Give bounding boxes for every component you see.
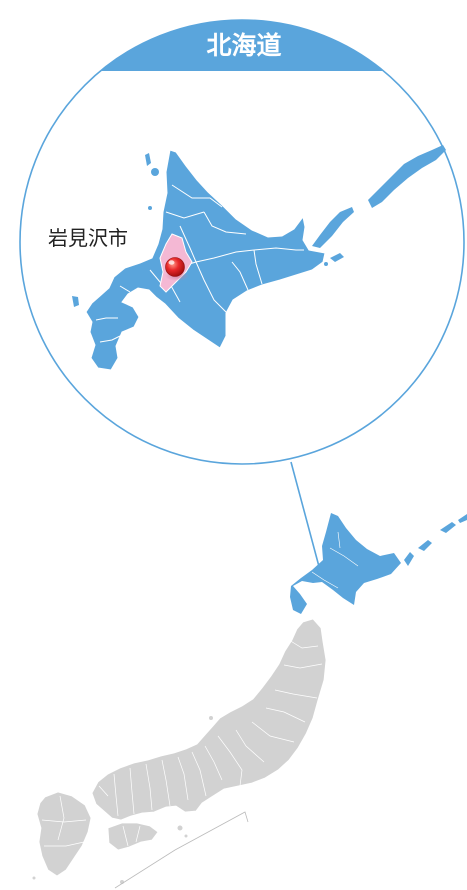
island — [209, 716, 213, 720]
honshu — [91, 618, 327, 821]
mainland-prefecture-borders — [41, 639, 323, 847]
hokkaido-small-borders — [311, 531, 359, 589]
island — [184, 834, 188, 838]
zoom-circle-outline — [19, 19, 465, 465]
hokkaido-small — [290, 513, 467, 614]
habomai-island — [324, 262, 328, 266]
okinawa-separator-line — [114, 811, 249, 889]
kuril-islands — [404, 514, 467, 566]
island — [177, 825, 183, 831]
mainland-japan — [32, 618, 327, 889]
zoom-circle: 北海道 — [19, 19, 465, 465]
okushiri-island — [72, 296, 79, 307]
island — [215, 730, 219, 734]
teuri-island — [148, 206, 152, 210]
zoom-connector-line — [290, 461, 322, 575]
rishiri-island — [151, 168, 159, 176]
rebun-island — [145, 153, 151, 166]
etorofu-island — [368, 145, 446, 208]
shikotan-island — [330, 253, 344, 262]
hokkaido-small-shape — [290, 513, 401, 614]
city-label: 岩見沢市 — [48, 226, 128, 250]
kunashiri-island — [312, 207, 354, 248]
kyushu — [36, 791, 92, 877]
region-title: 北海道 — [206, 31, 281, 60]
hokkaido-large — [72, 145, 446, 371]
shikoku — [107, 822, 159, 851]
island — [32, 876, 36, 880]
city-marker-pin — [165, 257, 189, 281]
